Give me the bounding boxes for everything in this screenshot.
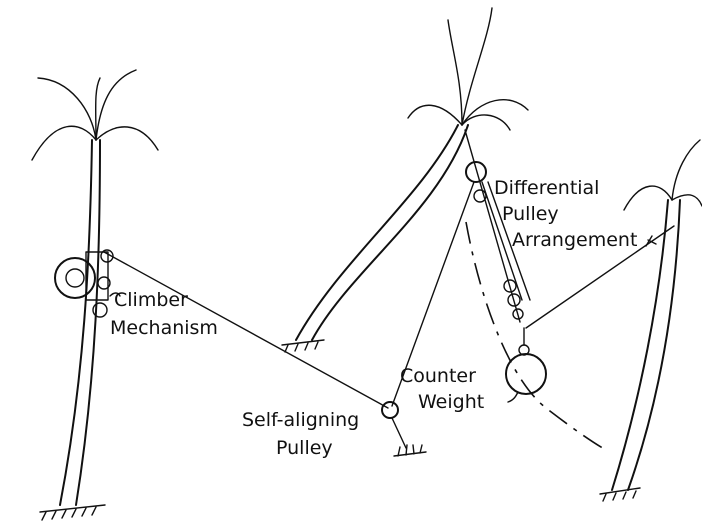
- middle-palm-tree: [282, 8, 528, 352]
- right-palm-tree: [600, 140, 702, 501]
- label-climber-line2: Mechanism: [110, 317, 218, 339]
- label-self-aligning-pulley: Self-aligning Pulley: [242, 409, 359, 459]
- label-counter-line2: Weight: [418, 391, 484, 413]
- label-differential-line2: Pulley: [502, 203, 559, 225]
- ropes: [104, 130, 674, 408]
- label-selfaligning-line2: Pulley: [276, 437, 333, 459]
- label-climber-mechanism: Climber Mechanism: [110, 289, 218, 339]
- label-counter-weight: Counter Weight: [400, 365, 518, 413]
- differential-leader-line: [646, 236, 656, 246]
- label-counter-line1: Counter: [400, 365, 476, 387]
- label-differential-line1: Differential: [494, 177, 599, 199]
- label-differential-pulley: Differential Pulley Arrangement: [494, 177, 656, 251]
- label-climber-line1: Climber: [114, 289, 188, 311]
- counter-weight-swing-path: [466, 222, 606, 450]
- label-selfaligning-line1: Self-aligning: [242, 409, 359, 431]
- counter-leader-line: [508, 392, 518, 402]
- label-differential-line3: Arrangement: [512, 229, 637, 251]
